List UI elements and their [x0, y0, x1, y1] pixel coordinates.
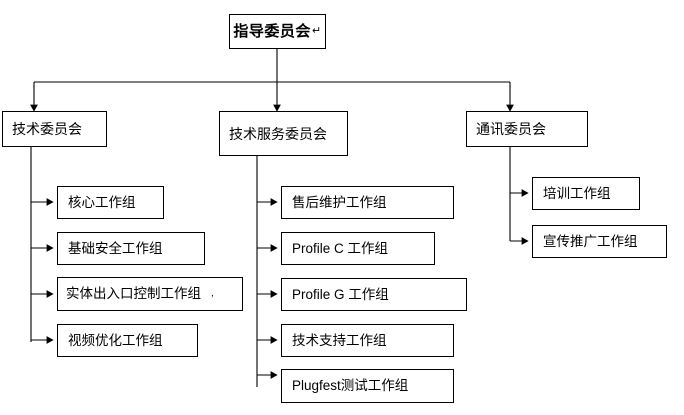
node-basic-security-working-group[interactable]: 基础安全工作组 — [57, 232, 205, 265]
node-technical-service-committee[interactable]: 技术服务委员会 — [219, 111, 348, 156]
node-label: 指导委员会 — [233, 23, 311, 40]
node-label: 技术支持工作组 — [292, 332, 387, 348]
node-physical-access-control-working-group[interactable]: 实体出入口控制工作组, — [57, 277, 243, 311]
node-steering-committee[interactable]: 指导委员会↵ — [229, 14, 326, 49]
node-label: 实体出入口控制工作组 — [66, 286, 201, 302]
node-label: 售后维护工作组 — [292, 194, 387, 210]
node-core-working-group[interactable]: 核心工作组 — [57, 186, 164, 219]
node-after-sales-maintenance-working-group[interactable]: 售后维护工作组 — [281, 186, 454, 219]
node-label: Profile C 工作组 — [292, 240, 389, 256]
node-plugfest-test-working-group[interactable]: Plugfest测试工作组 — [281, 369, 454, 403]
node-label: 通讯委员会 — [476, 121, 546, 137]
node-training-working-group[interactable]: 培训工作组 — [532, 177, 640, 210]
node-profile-g-working-group[interactable]: Profile G 工作组 — [281, 278, 467, 311]
node-label: Plugfest测试工作组 — [292, 378, 409, 394]
node-technical-support-working-group[interactable]: 技术支持工作组 — [281, 324, 454, 357]
node-label: 宣传推广工作组 — [543, 233, 638, 249]
node-label: 培训工作组 — [543, 185, 611, 201]
node-communications-committee[interactable]: 通讯委员会 — [466, 111, 588, 147]
trailing-mark: , — [211, 288, 214, 299]
node-label: 技术委员会 — [12, 121, 82, 137]
node-profile-c-working-group[interactable]: Profile C 工作组 — [281, 232, 435, 265]
node-label: 基础安全工作组 — [68, 240, 163, 256]
node-technical-committee[interactable]: 技术委员会 — [2, 111, 107, 147]
node-promotion-working-group[interactable]: 宣传推广工作组 — [532, 225, 667, 258]
node-video-optimization-working-group[interactable]: 视频优化工作组 — [57, 324, 198, 357]
node-label: 技术服务委员会 — [229, 125, 327, 142]
pilcrow-mark: ↵ — [311, 25, 322, 37]
node-label: 核心工作组 — [68, 194, 136, 210]
node-label: Profile G 工作组 — [292, 286, 389, 302]
node-label: 视频优化工作组 — [68, 332, 163, 348]
